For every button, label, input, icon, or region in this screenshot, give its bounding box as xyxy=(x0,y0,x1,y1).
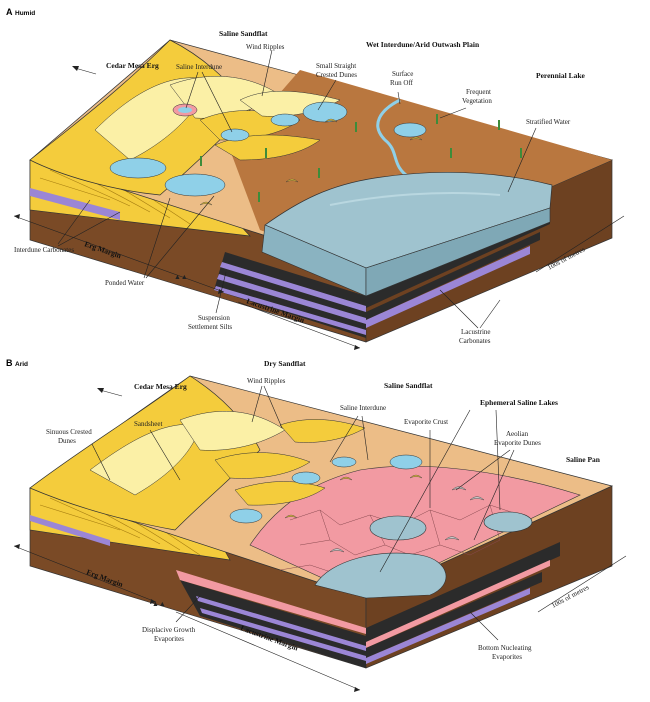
label-frequent-vegetation-2-a: Vegetation xyxy=(462,97,492,105)
label-dry-sandflat-b: Dry Sandflat xyxy=(264,359,306,368)
label-interdune-carbonates-a: Interdune Carbonates xyxy=(14,246,74,254)
panel-b-letter: B xyxy=(6,358,13,368)
label-stratified-water-a: Stratified Water xyxy=(526,118,571,126)
dune-field-a xyxy=(29,39,341,196)
panel-b-title: Arid xyxy=(15,361,28,368)
label-perennial-lake-a: Perennial Lake xyxy=(536,71,585,80)
label-wind-ripples-a: Wind Ripples xyxy=(246,43,285,51)
label-sinuous-dunes-2-b: Dunes xyxy=(58,437,76,445)
ponded-water-a xyxy=(109,101,427,197)
label-ponded-water-a: Ponded Water xyxy=(105,279,145,287)
label-cedar-mesa-erg-a: Cedar Mesa Erg xyxy=(106,61,159,70)
perennial-lake-a xyxy=(261,172,553,297)
arrowheads-a: ▲▲ xyxy=(174,273,188,281)
label-evaporite-crust-b: Evaporite Crust xyxy=(404,418,448,426)
vegetation-a xyxy=(200,114,522,202)
label-ephemeral-lakes-b: Ephemeral Saline Lakes xyxy=(480,398,558,407)
label-saline-interdune-b: Saline Interdune xyxy=(340,404,386,412)
label-sinuous-dunes-1-b: Sinuous Crested xyxy=(46,428,92,436)
label-saline-sandflat-a: Saline Sandflat xyxy=(219,29,268,38)
label-displacive-1-b: Displacive Growth xyxy=(142,626,196,634)
crescent-dunes-b xyxy=(284,474,423,519)
leader-lines-b xyxy=(91,385,515,641)
label-saline-pan-b: Saline Pan xyxy=(566,455,601,464)
label-bottom-nucleating-1-b: Bottom Nucleating xyxy=(478,644,532,652)
panel-a-letter: A xyxy=(6,7,13,17)
label-wet-interdune-a: Wet Interdune/Arid Outwash Plain xyxy=(366,40,480,49)
label-sandsheet-b: Sandsheet xyxy=(134,420,162,428)
leader-lines-a xyxy=(57,49,537,329)
label-wind-ripples-b: Wind Ripples xyxy=(247,377,286,385)
label-suspension-silts-2-a: Settlement Silts xyxy=(188,323,232,331)
subsurface-layers-b xyxy=(176,542,560,668)
runoff-channel-a xyxy=(376,98,411,180)
label-small-straight-dunes-2-a: Crested Dunes xyxy=(316,71,357,79)
label-frequent-vegetation-1-a: Frequent xyxy=(466,88,491,96)
arrowheads-b: ▲▲ xyxy=(152,600,166,608)
label-surface-runoff-2-a: Run Off xyxy=(390,79,414,87)
label-lacustrine-carbonates-2-a: Carbonates xyxy=(459,337,491,345)
label-surface-runoff-1-a: Surface xyxy=(392,70,413,78)
label-suspension-silts-1-a: Suspension xyxy=(198,314,230,322)
label-displacive-2-b: Evaporites xyxy=(154,635,184,643)
label-cedar-mesa-erg-b: Cedar Mesa Erg xyxy=(134,382,187,391)
panel-b-arid: B Arid xyxy=(6,358,627,692)
label-bottom-nucleating-2-b: Evaporites xyxy=(492,653,522,661)
label-aeolian-dunes-2-b: Evaporite Dunes xyxy=(494,439,541,447)
label-lacustrine-carbonates-1-a: Lacustrine xyxy=(461,328,491,336)
interdune-ponds-b xyxy=(229,454,423,524)
evaporite-dunes-b xyxy=(329,486,485,553)
label-aeolian-dunes-1-b: Aeolian xyxy=(506,430,529,438)
panel-a-title: Humid xyxy=(15,10,35,17)
label-small-straight-dunes-1-a: Small Straight xyxy=(316,62,356,70)
label-saline-interdune-a: Saline Interdune xyxy=(176,63,222,71)
crescent-dunes-a xyxy=(199,118,423,206)
panel-a-humid: A Humid xyxy=(6,7,625,350)
dune-field-b xyxy=(29,375,366,531)
label-saline-sandflat-b: Saline Sandflat xyxy=(384,381,433,390)
